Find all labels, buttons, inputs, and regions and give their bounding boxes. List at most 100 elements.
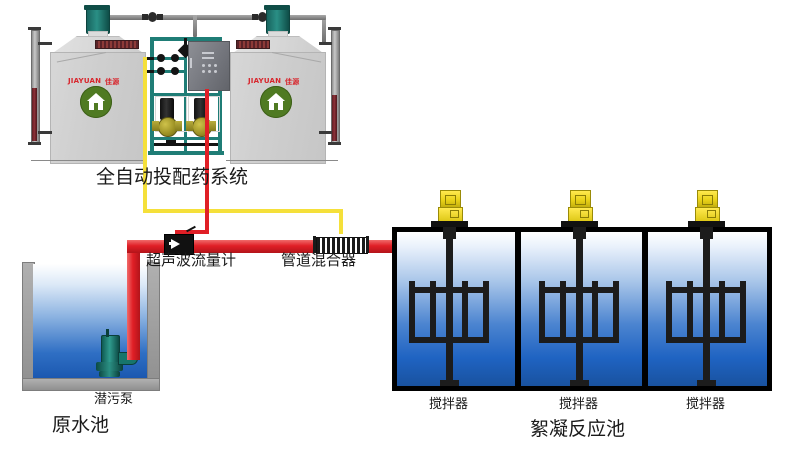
right-tank-house-door-icon <box>274 103 278 110</box>
dosing-system-label: 全自动投配药系统 <box>96 166 249 188</box>
cabinet-indicator-3[interactable] <box>214 64 217 67</box>
rail-valve-right <box>258 12 267 22</box>
agitator-label-3: 搅拌器 <box>686 397 726 412</box>
cabinet-indicator-2[interactable] <box>208 64 211 67</box>
skid-branch-inlet-b <box>144 70 154 73</box>
right-tank-brand-chinese: 佳源 <box>285 78 300 86</box>
dosing-pump-flange-right-b <box>209 121 216 131</box>
cabinet-indicator-1[interactable] <box>202 64 205 67</box>
submersible-pump-cable <box>106 329 109 337</box>
agitator-2-mounting-plate <box>561 221 598 227</box>
skid-top-valve-stem <box>184 38 187 45</box>
agitator-1-motor-window-icon <box>445 195 456 205</box>
raw-water-pool-floor <box>22 378 160 391</box>
left-gauge-base-line <box>31 160 146 161</box>
left-tank-house-door-icon <box>94 103 98 110</box>
flocculation-cell-divider-2 <box>642 232 648 386</box>
cabinet-indicator-6[interactable] <box>214 70 217 73</box>
agitator-1-hub <box>443 227 456 239</box>
left-tank-house-roof-icon <box>87 93 105 101</box>
agitator-1-blade-4 <box>483 281 489 343</box>
right-gauge-arm-top <box>319 42 332 45</box>
dosing-pump-motor-left <box>160 98 174 120</box>
agitator-1-paddle-arm-lower <box>409 337 489 343</box>
right-tank-motor-cap <box>264 5 290 10</box>
right-gauge-cap-bottom <box>328 142 341 145</box>
top-pipe-rail-far-right <box>292 15 326 20</box>
agitator-2-blade-4 <box>613 281 619 343</box>
skid-frame-branch-b <box>154 70 186 73</box>
rail-valve-wing-right-a <box>252 14 258 20</box>
skid-branch-valve-b1 <box>157 67 165 75</box>
left-gauge-arm-bottom <box>38 131 52 134</box>
raw-water-pool-right-wall <box>147 262 160 389</box>
cabinet-display-line-1 <box>202 52 214 54</box>
raw-water-riser-pipe <box>127 240 140 360</box>
skid-suction-header <box>154 143 218 146</box>
left-tank-level-gauge-liquid <box>32 88 37 141</box>
left-gauge-cap-top <box>28 27 41 30</box>
agitator-3-gearbox-notch-icon <box>707 210 716 218</box>
flow-meter-label: 超声波流量计 <box>146 251 237 269</box>
dosing-pump-flange-left-b <box>175 121 182 131</box>
dosing-line-yellow-vertical <box>143 57 147 212</box>
submersible-pump-base <box>96 362 123 371</box>
agitator-1-paddle-arm-upper <box>409 287 489 293</box>
agitator-1-gearbox-notch-icon <box>450 210 459 218</box>
left-gauge-cap-bottom <box>28 142 41 145</box>
agitator-3-blade-3 <box>719 281 725 343</box>
agitator-2-blade-2 <box>560 281 566 343</box>
dosing-pump-flange-right-a <box>186 121 193 131</box>
submersible-pump-foot <box>99 371 120 377</box>
pipe-mixer-label: 管道混合器 <box>281 251 357 269</box>
agitator-3-blade-4 <box>740 281 746 343</box>
agitator-2-paddle-arm-lower <box>539 337 619 343</box>
skid-branch-valve-a2 <box>171 54 179 62</box>
agitator-2-motor-window-icon <box>575 195 586 205</box>
left-gauge-arm-top <box>38 42 52 45</box>
flow-meter-direction-arrow-icon <box>171 239 180 249</box>
skid-drain-block <box>166 140 176 144</box>
agitator-3-mounting-plate <box>688 221 725 227</box>
top-pipe-riser-center <box>193 15 197 37</box>
skid-branch-valve-a1 <box>157 54 165 62</box>
agitator-2-paddle-arm-upper <box>539 287 619 293</box>
skid-frame-inner-post <box>184 41 187 153</box>
flocculation-cell-water-1 <box>397 232 515 386</box>
dosing-pump-motor-right <box>194 98 208 120</box>
agitator-1-shaft <box>446 239 453 386</box>
cabinet-door-handle[interactable] <box>190 58 192 68</box>
raw-water-tank-label: 原水池 <box>52 414 110 436</box>
agitator-3-hub <box>700 227 713 239</box>
agitator-3-blade-1 <box>666 281 672 343</box>
left-tank-inspection-hatch <box>95 40 139 49</box>
cabinet-indicator-5[interactable] <box>208 70 211 73</box>
right-tank-level-gauge-liquid <box>332 95 337 141</box>
dosing-line-red-elbow <box>175 230 209 234</box>
dosing-line-yellow-horizontal <box>143 209 343 213</box>
left-tank-brand-chinese: 佳源 <box>105 78 120 86</box>
agitator-3-paddle-arm-upper <box>666 287 746 293</box>
rail-valve-wing-left-b <box>157 14 163 20</box>
cabinet-display-line-2 <box>202 57 214 59</box>
left-tank-motor-cap <box>84 5 110 10</box>
submersible-pump-label: 潜污泵 <box>94 392 134 407</box>
cabinet-indicator-4[interactable] <box>202 70 205 73</box>
agitator-2-blade-3 <box>592 281 598 343</box>
agitator-1-blade-2 <box>430 281 436 343</box>
flocculation-basin-label: 絮凝反应池 <box>530 418 626 440</box>
agitator-1-bottom-foot <box>440 380 459 386</box>
right-gauge-cap-top <box>328 27 341 30</box>
right-gauge-base-line <box>226 160 338 161</box>
static-mixer-flange-right <box>366 236 369 253</box>
skid-branch-valve-b2 <box>171 67 179 75</box>
agitator-1-mounting-plate <box>431 221 468 227</box>
agitator-2-gearbox-notch-icon <box>580 210 589 218</box>
agitator-2-bottom-foot <box>570 380 589 386</box>
skid-frame-branch-a <box>154 57 186 60</box>
static-mixer-flange-left <box>313 236 316 253</box>
dosing-line-red-vertical <box>205 89 209 234</box>
skid-frame-left-post <box>150 37 154 155</box>
agitator-3-shaft <box>703 239 710 386</box>
